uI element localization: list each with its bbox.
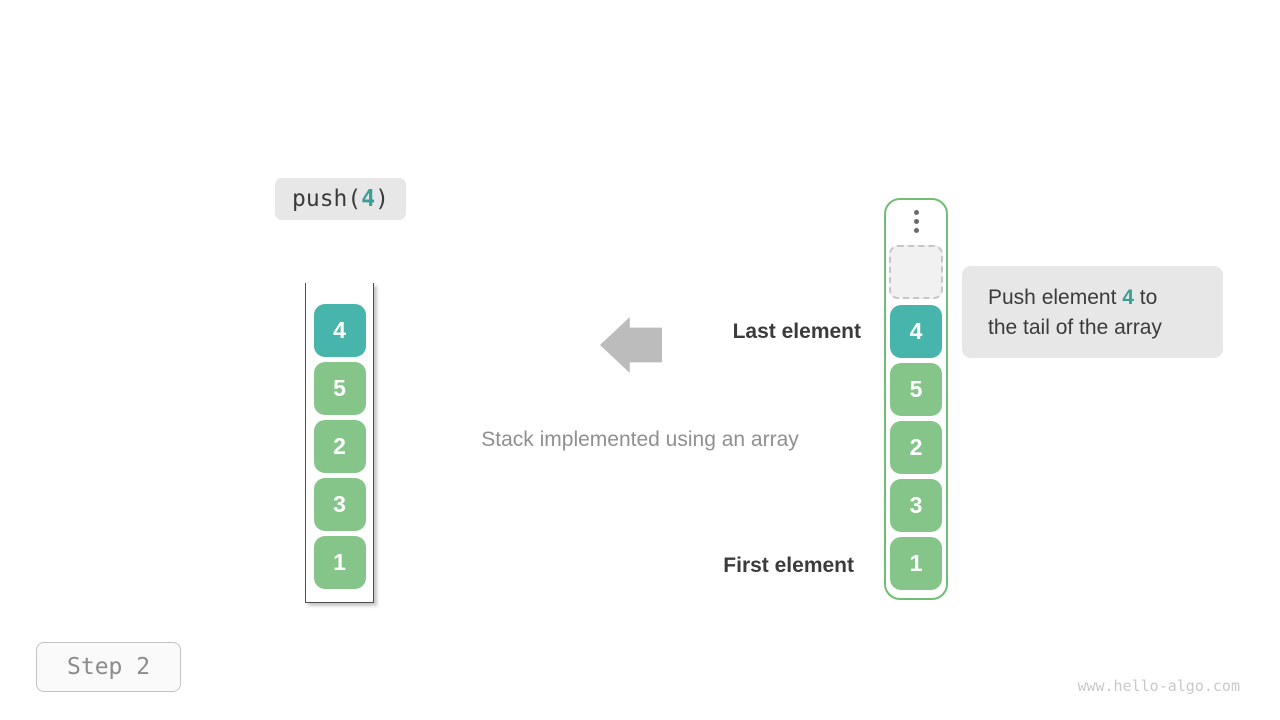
- ellipsis-dot: [913, 228, 919, 233]
- stack-cell: 2: [313, 420, 366, 473]
- stack-cell: 1: [313, 536, 366, 589]
- push-callout: Push element 4 to the tail of the array: [962, 266, 1223, 358]
- operation-prefix: push(: [292, 186, 362, 212]
- left-arrow-icon: [600, 317, 662, 373]
- callout-value: 4: [1122, 286, 1134, 309]
- watermark: www.hello-algo.com: [1077, 677, 1240, 695]
- ellipsis-dot: [913, 210, 919, 215]
- stack-cell: 4: [313, 304, 366, 357]
- array-stack-container: 4 5 2 3 1: [305, 283, 374, 603]
- stack-cell: 1: [890, 537, 942, 590]
- operation-label: push(4): [275, 178, 406, 220]
- operation-value: 4: [361, 186, 376, 212]
- diagram-caption: Stack implemented using an array: [481, 428, 799, 451]
- callout-suffix: to the tail of the array: [988, 286, 1162, 339]
- stack-cell: 3: [890, 479, 942, 532]
- last-element-label: Last element: [732, 320, 861, 343]
- stack-cell: 3: [313, 478, 366, 531]
- step-badge: Step 2: [36, 642, 182, 692]
- ellipsis-dot: [913, 219, 919, 224]
- callout-prefix: Push element: [988, 286, 1123, 309]
- stack-cell: 5: [890, 363, 942, 416]
- ellipsis-icon: [913, 210, 919, 233]
- stack-cell: 2: [890, 421, 942, 474]
- highlighted-array-container: 4 5 2 3 1: [884, 198, 948, 600]
- empty-slot: [889, 245, 943, 299]
- first-element-label: First element: [723, 554, 854, 577]
- operation-suffix: ): [375, 186, 389, 212]
- stack-cell: 4: [890, 305, 942, 358]
- stack-cell: 5: [313, 362, 366, 415]
